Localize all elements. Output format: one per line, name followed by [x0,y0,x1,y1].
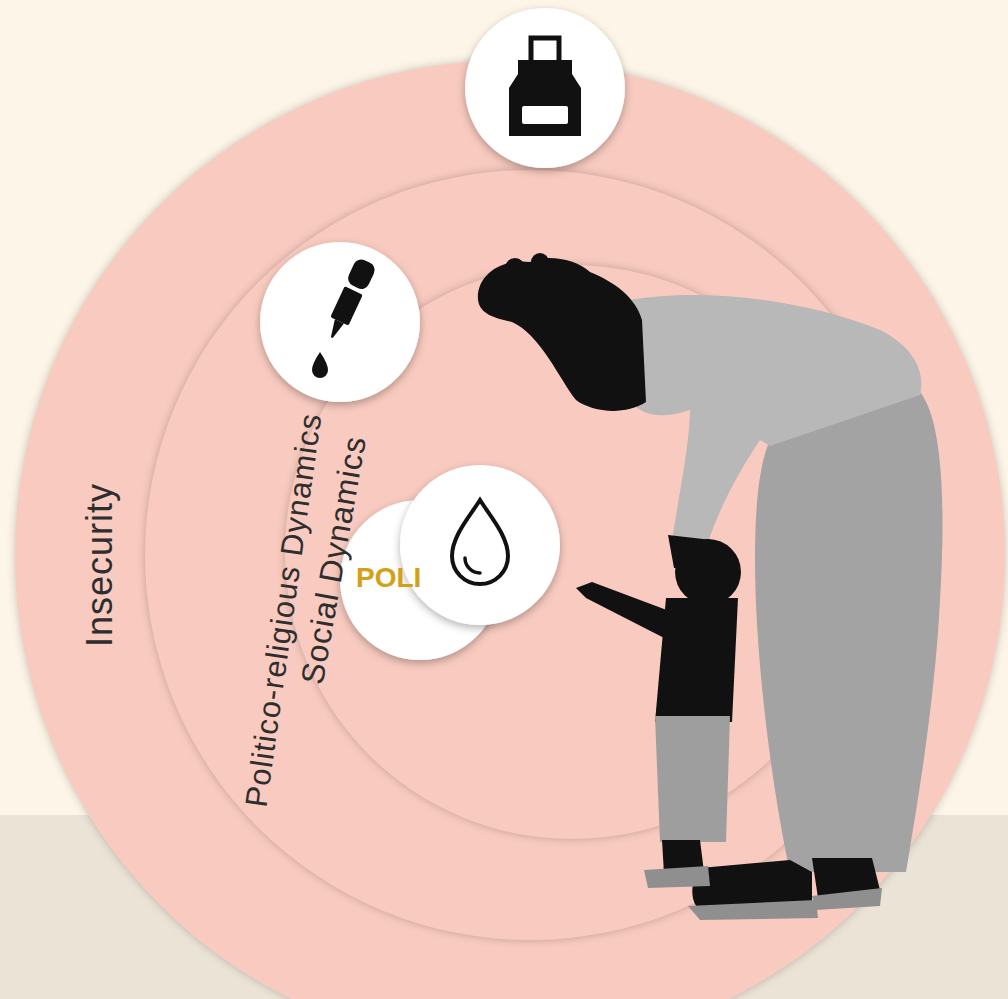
water-drop-icon [400,465,560,625]
inner-band: Social Dynamics [285,265,859,839]
band-label: Insecurity [79,483,121,647]
dropper-icon [260,242,420,402]
child-silhouette [576,539,741,888]
apron-icon [465,8,625,168]
middle-band: Politico-religious DynamicsSocial Dynami… [145,170,915,940]
badge-circle [340,500,500,660]
woman-silhouette [478,253,943,920]
band-circle [15,60,1005,999]
outer-band: Insecurity Politico-religious DynamicsSoc… [15,60,1005,999]
band-circle [145,170,915,940]
band-outline [285,265,859,839]
badge-text: POLI [356,562,421,594]
band-circle [285,265,859,839]
